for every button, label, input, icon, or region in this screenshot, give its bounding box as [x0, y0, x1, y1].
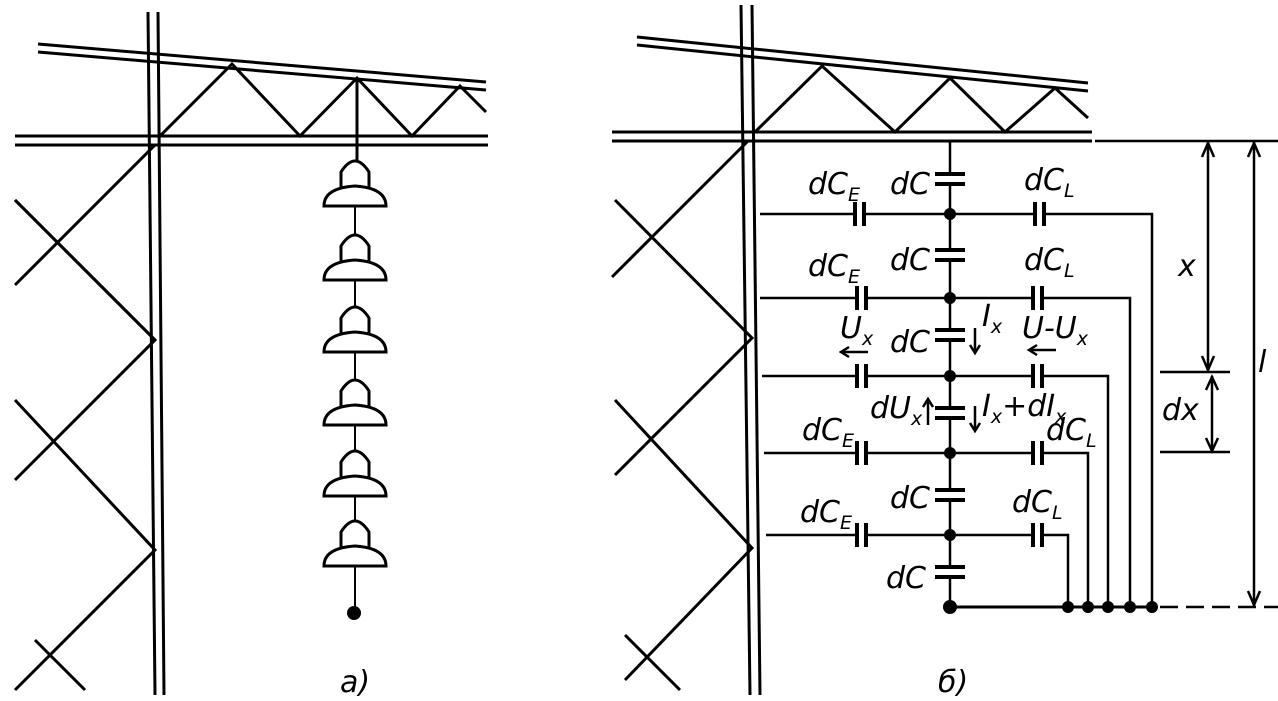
label-dCL: dCL — [1012, 485, 1063, 524]
tower-lattice-b2 — [613, 198, 755, 477]
tower-leg-a-inner — [156, 11, 166, 696]
junction-node — [944, 447, 956, 459]
junction-node — [1062, 601, 1074, 613]
label-Ix: Ix — [982, 299, 1003, 338]
panel-b — [610, 4, 1092, 696]
junction-node — [944, 370, 956, 382]
insulator-disc — [322, 159, 388, 208]
label-dC: dC — [890, 481, 930, 516]
junction-node — [943, 600, 957, 614]
tower-lattice-a — [13, 143, 157, 287]
conductor-node-a — [347, 606, 361, 620]
label-dC: dC — [890, 243, 930, 278]
circuit-labels: dCE dC dCL dCE dC dCL Ux dC Ix U-Ux dUx … — [800, 163, 1267, 596]
junction-node — [944, 529, 956, 541]
label-dCL: dCL — [1024, 243, 1075, 282]
panel-a — [13, 11, 488, 696]
label-dCE: dCE — [802, 413, 854, 452]
crossarm-top-b-2 — [636, 43, 1089, 93]
label-x: x — [1177, 249, 1196, 284]
insulator-disc — [322, 305, 388, 354]
junction-node — [944, 292, 956, 304]
insulator-disc — [322, 378, 388, 427]
crossarm-top-a-2 — [37, 50, 487, 92]
insulator-discs-a — [322, 159, 388, 568]
label-l: l — [1258, 345, 1267, 380]
label-dCE: dCE — [808, 167, 860, 206]
tower-leg-b — [739, 4, 752, 696]
truss-web-b — [753, 63, 1090, 135]
label-dCL: dCL — [1024, 163, 1075, 202]
panel-a-caption: a) — [340, 665, 370, 700]
junction-node — [944, 208, 956, 220]
tower-lattice-a5 — [33, 638, 87, 692]
label-Ix-plus-dIx: Ix+dIx — [982, 389, 1067, 428]
label-dCE: dCE — [808, 249, 860, 288]
label-dC: dC — [890, 325, 930, 360]
label-U-minus-Ux: U-Ux — [1022, 311, 1089, 350]
tower-lattice-a2 — [13, 198, 158, 482]
label-dC: dC — [890, 167, 930, 202]
tower-lattice-b3 — [613, 398, 755, 682]
crossarm-top-a — [37, 42, 487, 84]
junction-nodes — [943, 208, 1158, 614]
label-dx: dx — [1162, 393, 1199, 428]
insulator-disc — [322, 449, 388, 498]
junction-node — [1124, 601, 1136, 613]
ladder-network — [760, 141, 1155, 609]
junction-node — [1146, 601, 1158, 613]
label-dUx: dUx — [870, 391, 923, 430]
insulator-disc — [322, 233, 388, 282]
label-dCL: dCL — [1046, 413, 1097, 452]
panel-b-caption: б) — [938, 665, 968, 700]
tower-lattice-b4 — [623, 633, 682, 692]
label-dCE: dCE — [800, 495, 852, 534]
crossarm-top-b — [636, 35, 1089, 85]
junction-node — [1082, 601, 1094, 613]
dimension-lines — [1095, 139, 1278, 609]
tower-leg-b-inner — [750, 4, 762, 696]
label-dC: dC — [886, 561, 926, 596]
insulator-disc — [322, 519, 388, 568]
tower-leg-a — [146, 11, 157, 696]
tower-lattice-b — [610, 139, 750, 279]
tower-lattice-a4 — [13, 198, 157, 342]
junction-node — [1102, 601, 1114, 613]
tower-lattice-a3 — [13, 398, 158, 692]
label-Ux: Ux — [840, 311, 874, 350]
